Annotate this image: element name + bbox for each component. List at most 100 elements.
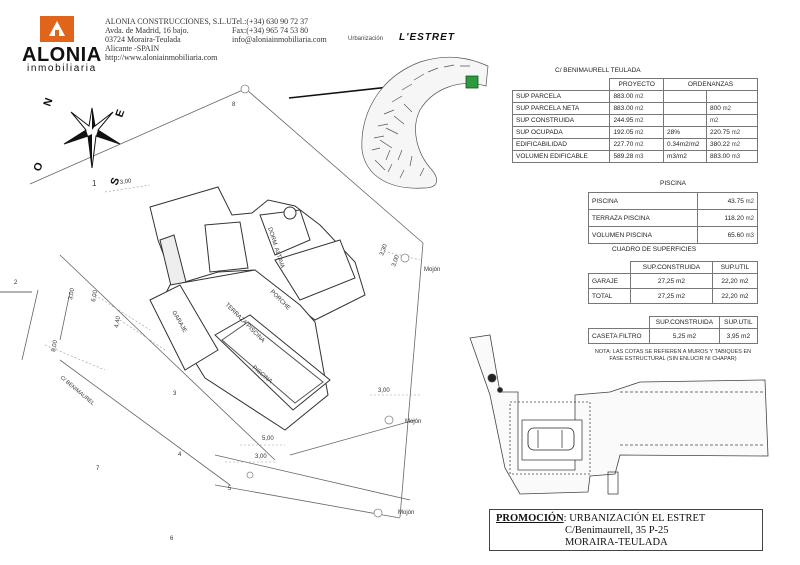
dim-label-10: 3,00 — [378, 388, 390, 394]
point-id-6: 6 — [170, 536, 174, 542]
landmark-label-3: Mojón — [398, 510, 414, 516]
proj-value: 244.95 — [613, 117, 634, 124]
garage-plan — [469, 334, 769, 495]
pool-unit: m2 — [745, 215, 754, 222]
compass-west: O — [32, 160, 46, 173]
col-built: SUP.CONSTRUIDA — [630, 261, 713, 274]
col-proyecto: PROYECTO — [609, 78, 664, 91]
col-ordenanzas: ORDENANZAS — [663, 78, 758, 91]
proj-unit: m2 — [635, 94, 644, 100]
dim-label-9: 3,00 — [255, 454, 267, 460]
company-line: 03724 Moraira-Teulada — [105, 35, 181, 44]
table-row: VOLUMEN EDIFICABLE 589.28 m3 m3/m2 883.0… — [511, 150, 758, 163]
proj-unit: m2 — [635, 106, 644, 112]
table-row: SUP PARCELA 883.00 m2 — [511, 90, 758, 103]
logo-name: ALONIA — [22, 44, 102, 66]
company-line: Avda. de Madrid, 16 bajo. — [105, 26, 189, 35]
company-line: Alicante -SPAIN — [105, 44, 160, 53]
row-label: SUP OCUPADA — [511, 126, 611, 139]
contact-fax: Fax:(+34) 965 74 53 80 — [232, 26, 309, 35]
urbanization-label-small: Urbanización — [348, 36, 384, 42]
proj-unit: m3 — [635, 154, 644, 160]
col-useful: SUP.UTIL — [711, 261, 759, 274]
house-logo-icon — [49, 21, 65, 36]
table-row: PISCINA 43.75 m2 — [587, 192, 758, 210]
row-label: VOLUMEN EDIFICABLE — [511, 150, 611, 163]
surfaces-table: SUP.CONSTRUIDA SUP.UTIL GARAJE 27,25 m2 … — [587, 261, 759, 304]
col-built: SUP.CONSTRUIDA — [649, 316, 720, 329]
built-value: 27,25 m2 — [630, 273, 713, 289]
dim-label-1: 3,00 — [119, 178, 132, 186]
pool-unit: m3 — [745, 232, 754, 239]
row-label: SUP PARCELA NETA — [511, 102, 611, 115]
dim-label-7: 8,00 — [51, 339, 59, 352]
table-row: SUP CONSTRUIDA 244.95 m2 m2 — [511, 114, 758, 127]
pct-value: 28% — [663, 126, 707, 139]
contact-phone: Tel.:(+34) 630 90 72 37 — [232, 17, 309, 26]
dim-label-2: 3,30 — [379, 243, 389, 257]
promotion-box: PROMOCIÓN: URBANIZACIÓN EL ESTRET C/Beni… — [489, 509, 763, 551]
logo-subtitle: inmobiliaria — [27, 63, 97, 74]
row-label: VOLUMEN PISCINA — [587, 226, 699, 244]
proj-value: 192.05 — [613, 129, 634, 136]
pool-value: 118.20 — [724, 214, 744, 222]
ord-unit: m2 — [710, 118, 719, 124]
compass-rose — [63, 107, 121, 169]
compass-south: S — [109, 176, 123, 187]
row-label: PISCINA — [587, 192, 699, 210]
pool-value: 43.75 — [727, 197, 744, 205]
company-block: ALONIA CONSTRUCCIONES, S.L.U. Avda. de M… — [105, 17, 234, 62]
row-label: EDIFICABILIDAD — [511, 138, 611, 151]
proj-unit: m2 — [635, 118, 644, 124]
useful-value: 22,20 m2 — [711, 288, 759, 304]
row-label: SUP CONSTRUIDA — [511, 114, 611, 127]
built-value: 5,25 m2 — [649, 328, 720, 344]
landmark-label-2: Mojón — [405, 419, 421, 425]
point-id-3: 3 — [173, 391, 177, 397]
pool-table: PISCINA 43.75 m2 TERRAZA PISCINA 118.20 … — [587, 192, 758, 244]
proj-value: 883.00 — [613, 93, 634, 100]
company-line: ALONIA CONSTRUCCIONES, S.L.U. — [105, 17, 234, 26]
filter-house-table: SUP.CONSTRUIDA SUP.UTIL CASETA FILTRO 5,… — [587, 316, 759, 344]
contact-email[interactable]: info@aloniainmobiliaria.com — [232, 35, 327, 44]
ord-unit: m3 — [731, 154, 741, 160]
point-id-5: 5 — [228, 486, 232, 492]
row-label: TERRAZA PISCINA — [587, 209, 699, 227]
table-header-row: PROYECTO ORDENANZAS — [513, 78, 758, 91]
dim-label-4: 3,00 — [68, 287, 76, 300]
point-id-1: 1 — [92, 179, 97, 188]
row-label: TOTAL — [587, 288, 632, 304]
promotion-label: PROMOCIÓN — [496, 513, 564, 524]
company-website[interactable]: http://www.aloniainmobiliaria.com — [105, 53, 218, 62]
house-footprint — [149, 186, 366, 321]
proj-value: 227.70 — [613, 141, 634, 148]
table-row: TERRAZA PISCINA 118.20 m2 — [587, 209, 758, 227]
table-row: EDIFICABILIDAD 227.70 m2 0.34m2/m2 380.2… — [511, 138, 758, 151]
point-id-4: 4 — [178, 452, 182, 458]
proj-unit: m2 — [635, 142, 644, 148]
promotion-address: C/Benimaurrell, 35 P-25 — [565, 525, 669, 536]
ord-value: 883.00 — [710, 153, 730, 160]
logo-icon — [40, 16, 74, 42]
ord-unit: m2 — [731, 142, 741, 148]
dimension-lines — [44, 184, 421, 463]
table-street-caption: C/ BENIMAURELL TEULADA — [555, 67, 641, 74]
promotion-name: URBANIZACIÓN EL ESTRET — [569, 513, 706, 524]
table-header-row: SUP.CONSTRUIDA SUP.UTIL — [588, 316, 759, 329]
table-row: SUP PARCELA NETA 883.00 m2 800 m2 — [511, 102, 758, 115]
table-row: TOTAL 27,25 m2 22,20 m2 — [587, 288, 759, 304]
table-row: GARAJE 27,25 m2 22,20 m2 — [587, 273, 759, 289]
table-header-row: SUP.CONSTRUIDA SUP.UTIL — [588, 261, 759, 274]
survey-points — [240, 84, 410, 518]
surfaces-table-title: CUADRO DE SUPERFICIES — [612, 246, 697, 253]
dim-label-8: 5,00 — [262, 436, 274, 442]
dim-label-3: 3,00 — [391, 254, 401, 268]
pool-unit: m2 — [745, 198, 754, 205]
table-row: CASETA FILTRO 5,25 m2 3,95 m2 — [587, 328, 759, 344]
terrace-pool — [149, 269, 331, 431]
ord-value: 800 — [710, 105, 721, 112]
row-label: GARAJE — [587, 273, 632, 289]
dim-label-6: 4,40 — [114, 315, 122, 328]
piscina-table-title: PISCINA — [660, 180, 687, 187]
